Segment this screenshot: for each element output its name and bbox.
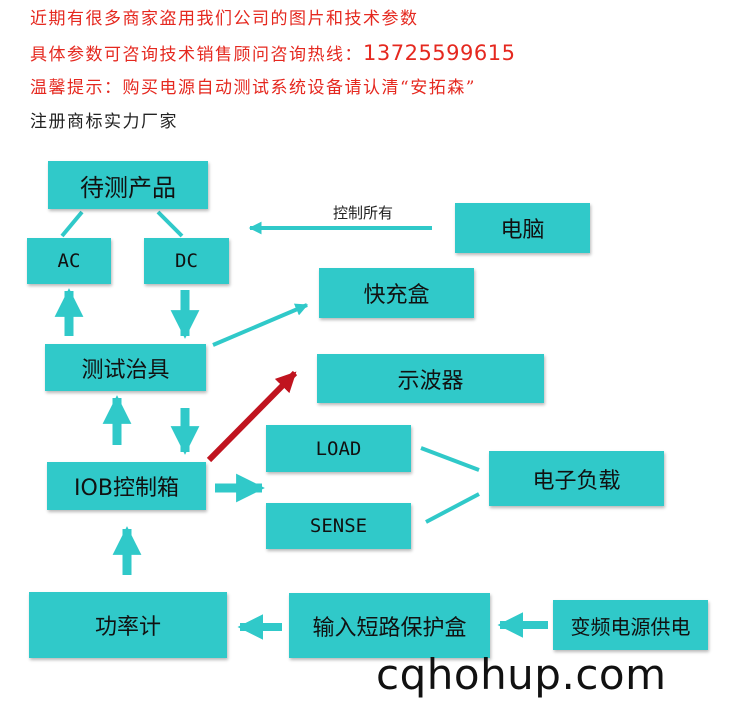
arrow-iob-to-scope: [206, 370, 298, 463]
link-dut-ac: [60, 210, 84, 238]
notice-line-3: 温馨提示：购买电源自动测试系统设备请认清“安拓森”: [30, 78, 476, 98]
notice-line-1: 近期有很多商家盗用我们公司的图片和技术参数: [30, 9, 419, 29]
link-sense-eload: [425, 492, 480, 524]
node-variable-frequency-power: 变频电源供电: [553, 600, 708, 650]
notice-line-4: 注册商标实力厂家: [30, 112, 178, 132]
notice-line-2: 具体参数可咨询技术销售顾问咨询热线：13725599615: [30, 42, 515, 66]
node-sense-port: SENSE: [266, 503, 411, 549]
node-fast-charger-box: 快充盒: [319, 268, 474, 318]
node-oscilloscope: 示波器: [317, 354, 544, 403]
node-electronic-load: 电子负载: [489, 451, 664, 506]
node-ac: AC: [27, 238, 111, 284]
link-load-eload: [420, 446, 480, 472]
node-power-meter: 功率计: [29, 592, 227, 658]
node-load-port: LOAD: [266, 425, 411, 472]
node-dc: DC: [144, 238, 229, 284]
link-dut-dc: [156, 210, 184, 238]
arrow-fixture-to-charger: [212, 303, 309, 347]
node-dut: 待测产品: [48, 161, 208, 209]
hotline-number: 13725599615: [363, 41, 516, 65]
label-control-all: 控制所有: [333, 204, 394, 222]
watermark: cqhohup.com: [376, 650, 667, 699]
hotline-label: 具体参数可咨询技术销售顾问咨询热线：: [30, 45, 363, 65]
node-iob-control-box: IOB控制箱: [47, 462, 206, 510]
node-computer: 电脑: [455, 203, 590, 253]
node-input-short-protection-box: 输入短路保护盒: [289, 593, 490, 658]
node-test-fixture: 测试治具: [45, 344, 206, 391]
